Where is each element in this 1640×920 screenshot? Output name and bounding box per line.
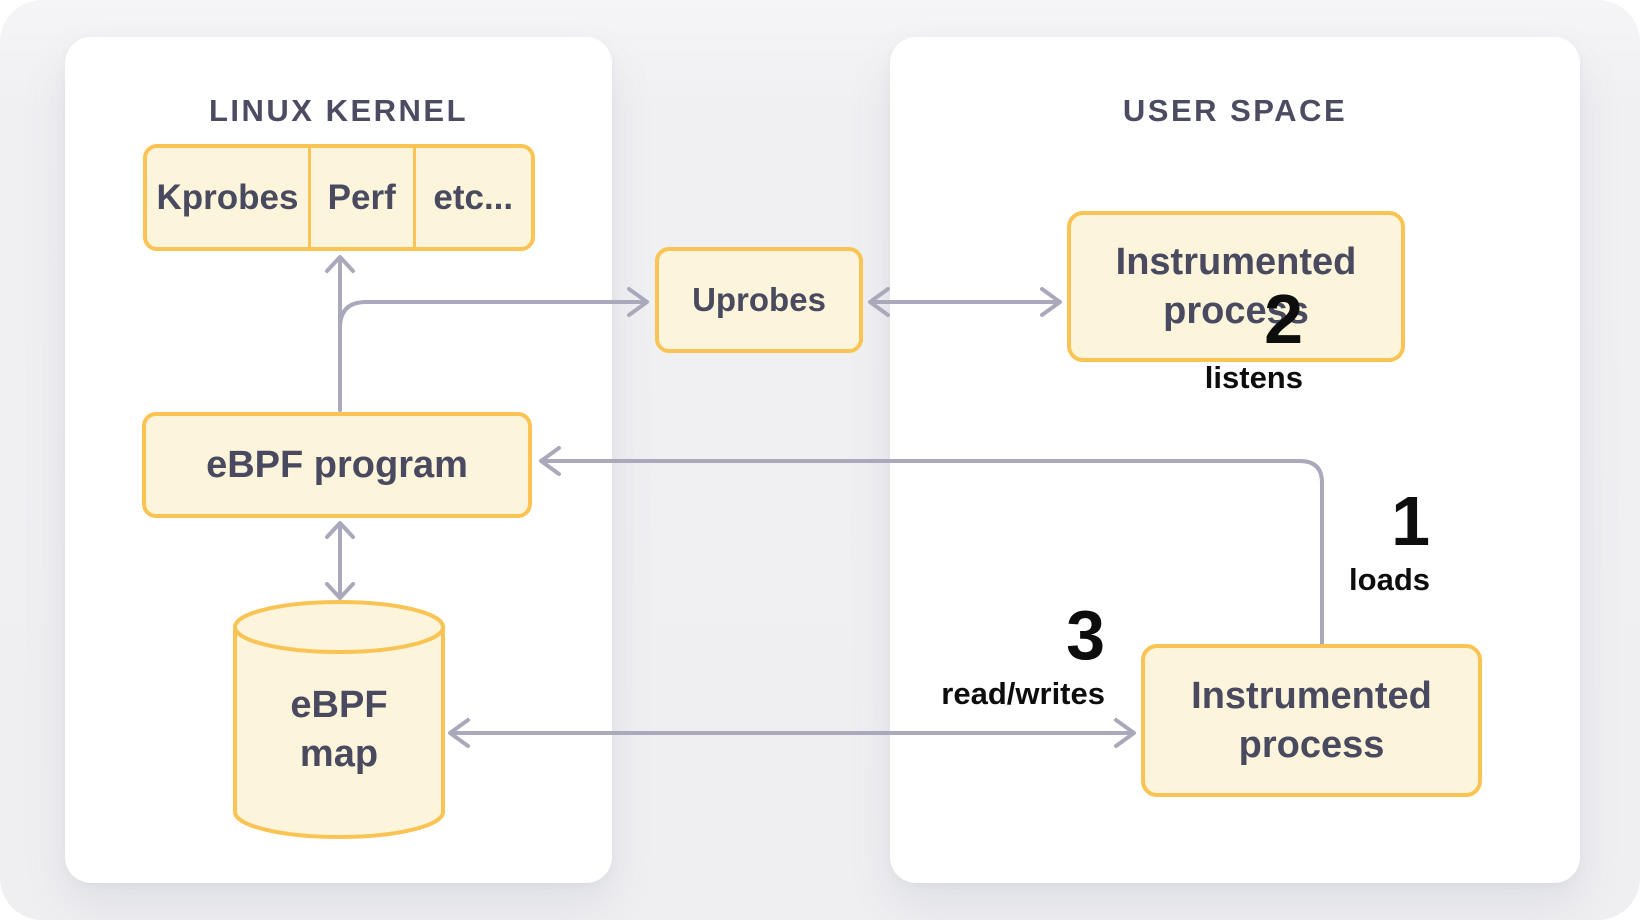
step-2-listens: 2 listens (1204, 280, 1303, 396)
perf-cell: Perf (307, 148, 413, 247)
step-number: 3 (1066, 596, 1105, 674)
arrow-right-icon (627, 287, 649, 317)
probe-sources-row: Kprobes Perf etc... (143, 144, 535, 251)
step-label: read/writes (941, 675, 1105, 711)
ebpf-map-label: eBPF map (290, 683, 388, 775)
kprobes-cell: Kprobes (156, 177, 299, 217)
uprobes-node: Uprobes (655, 247, 863, 353)
instrumented-process-bottom-node: Instrumented process (1141, 644, 1482, 797)
etc-cell: etc... (412, 148, 531, 247)
ebpf-program-node: eBPF program (142, 412, 532, 518)
step-3-read-writes: 3 read/writes (941, 596, 1105, 712)
step-1-loads: 1 loads (1349, 482, 1430, 598)
arrow-left-icon (868, 287, 890, 317)
step-label: listens (1204, 359, 1303, 395)
step-number: 1 (1391, 482, 1430, 560)
instrumented-process-top-node: Instrumented process (1067, 211, 1405, 362)
step-label: loads (1349, 561, 1430, 597)
step-number: 2 (1264, 280, 1303, 358)
user-space-panel-title: USER SPACE (1122, 93, 1348, 128)
linux-kernel-panel-title: LINUX KERNEL (208, 93, 469, 128)
